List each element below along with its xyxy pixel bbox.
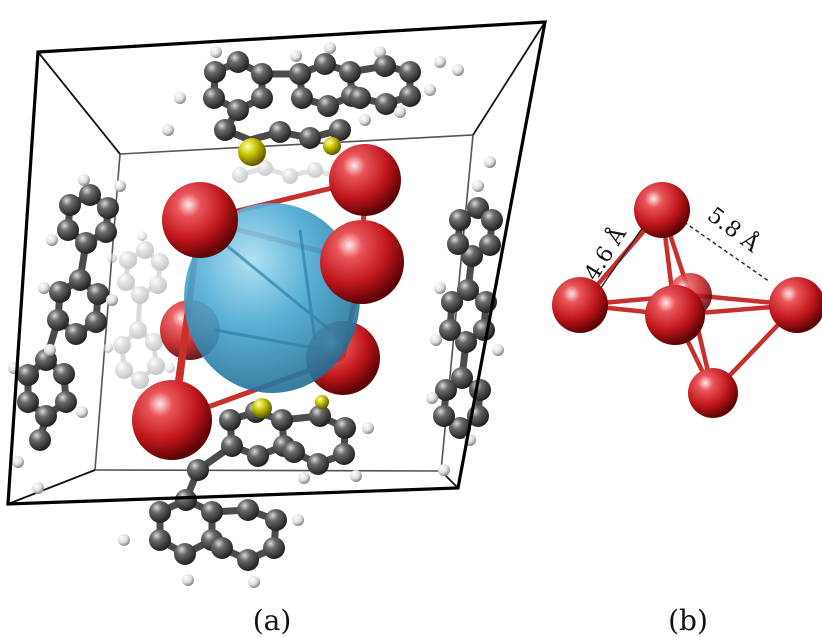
oxygen-atom (320, 220, 404, 304)
sulfur-atom-bottom-2 (315, 395, 329, 409)
sulfur-atom-bottom (252, 398, 272, 418)
molecule-bottom (118, 395, 374, 588)
molecule-left (8, 174, 126, 494)
panel-label-a: (a) (253, 604, 292, 637)
panel-b-oxygen-tetrahedra: 4.6 Å 5.8 Å (b) (552, 182, 822, 637)
void-ellipsoid (184, 203, 360, 393)
oxygen-atom (329, 144, 401, 216)
unit-cell-front-frame (6, 20, 547, 506)
back-molecule-left (103, 231, 175, 400)
distance-line-5-8 (683, 221, 771, 283)
distance-label-5-8: 5.8 Å (702, 200, 766, 258)
oxygen-atom (132, 380, 212, 460)
sulfur-atom-top (238, 138, 266, 166)
molecule-right (426, 156, 504, 476)
oxygen-atom (162, 182, 238, 258)
sulfur-atom-top-2 (323, 137, 341, 155)
oxygen-atom (688, 368, 738, 418)
oxygen-atom (769, 277, 822, 333)
oxygen-atom (634, 182, 690, 238)
panel-label-b: (b) (668, 604, 708, 637)
oxygen-atom (645, 285, 705, 345)
molecule-top (162, 42, 464, 166)
panel-a-crystal-cell: (a) (6, 20, 547, 637)
unit-cell-edges (7, 21, 546, 505)
oxygen-cluster-a (132, 144, 404, 460)
oxygen-atom (552, 277, 608, 333)
